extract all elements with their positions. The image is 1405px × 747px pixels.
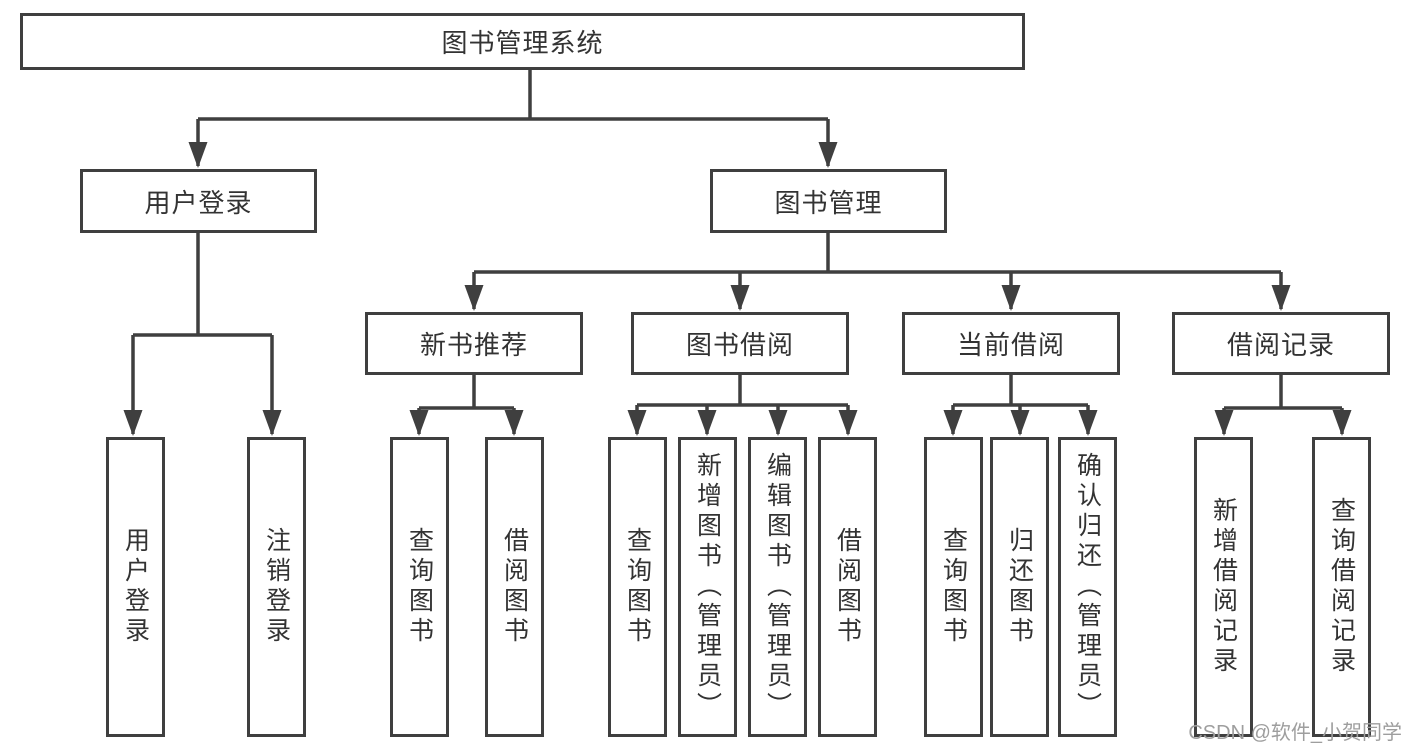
leaf-br-add-borrow-record: 新增借阅记录 xyxy=(1194,437,1253,737)
node-book-management: 图书管理 xyxy=(710,169,947,233)
node-new-book-recommendation: 新书推荐 xyxy=(365,312,583,375)
node-root: 图书管理系统 xyxy=(20,13,1025,70)
node-borrowing-records: 借阅记录 xyxy=(1172,312,1390,375)
leaf-br-query-borrow-record: 查询借阅记录 xyxy=(1312,437,1371,737)
node-user-login: 用户登录 xyxy=(80,169,317,233)
leaf-cb-query-books: 查询图书 xyxy=(924,437,983,737)
leaf-cb-confirm-return-admin: 确认归还（管理员） xyxy=(1058,437,1117,737)
leaf-cb-return-books: 归还图书 xyxy=(990,437,1049,737)
leaf-bb-borrow-books: 借阅图书 xyxy=(818,437,877,737)
leaf-bb-query-books: 查询图书 xyxy=(608,437,667,737)
csdn-watermark: CSDN @软件_小贺同学 xyxy=(1188,722,1402,744)
leaf-nbr-query-books: 查询图书 xyxy=(390,437,449,737)
leaf-nbr-borrow-books: 借阅图书 xyxy=(485,437,544,737)
node-book-borrowing: 图书借阅 xyxy=(631,312,849,375)
leaf-bb-add-books-admin: 新增图书（管理员） xyxy=(678,437,737,737)
leaf-user-login: 用户登录 xyxy=(106,437,165,737)
leaf-bb-edit-books-admin: 编辑图书（管理员） xyxy=(748,437,807,737)
leaf-logout-login: 注销登录 xyxy=(247,437,306,737)
node-current-borrowing: 当前借阅 xyxy=(902,312,1120,375)
